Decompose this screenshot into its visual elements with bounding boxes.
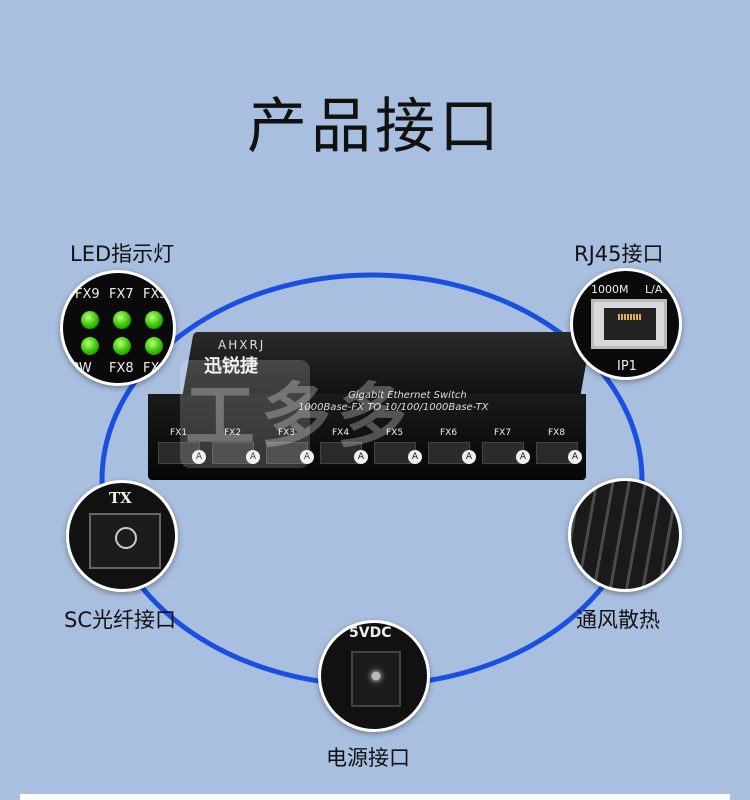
link-label: L/A bbox=[645, 283, 663, 296]
brand-english: AHXRJ bbox=[218, 338, 266, 352]
led-label-bottom-3: FX6 bbox=[143, 361, 168, 376]
led-label-top-3: FX5 bbox=[143, 287, 168, 302]
rj45-label: RJ45接口 bbox=[574, 242, 664, 266]
watermark-box bbox=[180, 360, 310, 468]
port-label: FX2 bbox=[224, 428, 242, 438]
port-label: FX4 bbox=[332, 428, 350, 438]
watermark: 工多多 bbox=[185, 375, 413, 457]
sc-port-closeup: TX bbox=[66, 480, 178, 592]
power-label: 电源接口 bbox=[326, 746, 410, 770]
led-label: LED指示灯 bbox=[70, 242, 175, 266]
page-title: 产品接口 bbox=[247, 92, 503, 162]
tx-label: TX bbox=[109, 489, 132, 507]
led-indicator-closeup: FX9 FX7 FX5 PW FX8 FX6 bbox=[60, 270, 176, 386]
led-light-icon bbox=[113, 337, 131, 355]
port-mark: A bbox=[246, 450, 260, 464]
device-slogan-1: Gigabit Ethernet Switch bbox=[348, 390, 467, 401]
power-jack-icon bbox=[351, 651, 401, 707]
rj45-port-closeup: 1000M L/A IP1 bbox=[570, 268, 682, 380]
led-label-top-2: FX7 bbox=[109, 287, 134, 302]
sc-connector-icon bbox=[89, 513, 161, 569]
power-pin-icon bbox=[365, 665, 387, 687]
switch-device: AHXRJ 迅锐捷 Gigabit Ethernet Switch 1000Ba… bbox=[148, 332, 592, 480]
device-slogan-2: 1000Base-FX TO 10/100/1000Base-TX bbox=[298, 402, 489, 413]
device-front-panel bbox=[148, 394, 586, 480]
bottom-divider bbox=[20, 794, 730, 800]
port-label: FX7 bbox=[494, 428, 512, 438]
port-mark: A bbox=[568, 450, 582, 464]
led-light-icon bbox=[145, 337, 163, 355]
rj45-pins bbox=[618, 314, 642, 320]
port-mark: A bbox=[192, 450, 206, 464]
port-mark: A bbox=[300, 450, 314, 464]
led-label-bottom-1: PW bbox=[71, 361, 92, 376]
port-label: FX6 bbox=[440, 428, 458, 438]
power-jack-closeup: 5VDC bbox=[318, 620, 430, 732]
port-label: FX3 bbox=[278, 428, 296, 438]
port-label: FX5 bbox=[386, 428, 404, 438]
port-label: FX8 bbox=[548, 428, 566, 438]
port-mark: A bbox=[516, 450, 530, 464]
vent-closeup bbox=[568, 478, 682, 592]
speed-label: 1000M bbox=[591, 283, 629, 296]
port-mark: A bbox=[408, 450, 422, 464]
brand-chinese: 迅锐捷 bbox=[204, 356, 258, 377]
cooling-label: 通风散热 bbox=[576, 608, 660, 632]
led-light-icon bbox=[81, 311, 99, 329]
led-light-icon bbox=[145, 311, 163, 329]
led-label-bottom-2: FX8 bbox=[109, 361, 134, 376]
led-label-top-1: FX9 bbox=[75, 287, 100, 302]
port-mark: A bbox=[354, 450, 368, 464]
rj45-socket-inner bbox=[604, 308, 656, 340]
port-label: FX1 bbox=[170, 428, 188, 438]
port-mark: A bbox=[462, 450, 476, 464]
port-id-label: IP1 bbox=[617, 359, 637, 374]
sc-ferrule-icon bbox=[115, 527, 137, 549]
rj45-socket-icon bbox=[591, 299, 667, 349]
led-light-icon bbox=[81, 337, 99, 355]
voltage-label: 5VDC bbox=[349, 625, 392, 641]
led-light-icon bbox=[113, 311, 131, 329]
sc-label: SC光纤接口 bbox=[64, 608, 176, 632]
